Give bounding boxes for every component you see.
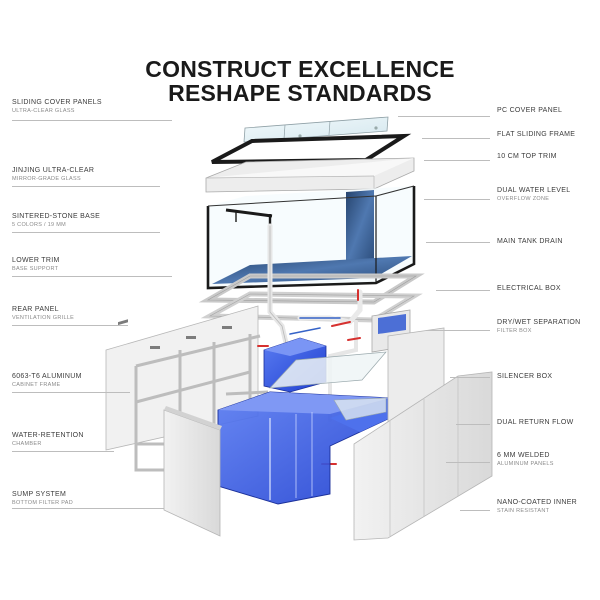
label-sub: ALUMINUM PANELS: [497, 461, 554, 467]
label-main: SUMP SYSTEM: [12, 491, 67, 498]
label-main: NANO-COATED INNER: [497, 499, 578, 506]
leader-line: [422, 138, 490, 139]
label-main: MAIN TANK DRAIN: [497, 238, 563, 245]
label-rear-panel: REAR PANEL VENTILATION GRILLE: [12, 305, 162, 322]
label-main: DUAL WATER LEVEL: [497, 187, 571, 194]
label-sliding-cover-panels: SLIDING COVER PANELS ULTRA-CLEAR GLASS: [12, 98, 162, 115]
sump-system: [217, 391, 391, 505]
flat-sliding-frame: [211, 133, 412, 164]
label-main: SILENCER BOX: [497, 373, 553, 380]
leader-line: [426, 242, 490, 243]
label-main: SLIDING COVER PANELS: [12, 99, 102, 106]
label-main-tank-drain: MAIN TANK DRAIN: [497, 237, 600, 246]
label-sub: VENTILATION GRILLE: [12, 315, 75, 321]
label-dual-water-level: DUAL WATER LEVEL OVERFLOW ZONE: [497, 186, 600, 203]
label-sub: BOTTOM FILTER PAD: [12, 500, 74, 506]
top-trim: [205, 157, 415, 193]
label-main: LOWER TRIM: [12, 257, 60, 264]
leader-line: [12, 392, 130, 393]
label-aluminum-frame: 6063-T6 ALUMINUM CABINET FRAME: [12, 372, 162, 389]
leader-line: [12, 325, 128, 326]
label-main: REAR PANEL: [12, 306, 59, 313]
label-nano-coated-inner: NANO-COATED INNER STAIN RESISTANT: [497, 498, 600, 515]
label-main: FLAT SLIDING FRAME: [497, 131, 576, 138]
label-ultra-clear-glass: JINJING ULTRA-CLEAR MIRROR-GRADE GLASS: [12, 166, 162, 183]
leader-line: [460, 510, 490, 511]
label-top-trim: 10 CM TOP TRIM: [497, 152, 600, 161]
label-pc-cover-panel: PC COVER PANEL: [497, 106, 600, 115]
label-main: 6 MM WELDED: [497, 452, 550, 459]
label-sump-system: SUMP SYSTEM BOTTOM FILTER PAD: [12, 490, 162, 507]
label-main: ELECTRICAL BOX: [497, 285, 561, 292]
pc-cover-panels: [243, 116, 389, 143]
label-main: DRY/WET SEPARATION: [497, 319, 581, 326]
leader-line: [12, 232, 160, 233]
label-sintered-stone-base: SINTERED-STONE BASE 5 COLORS / 19 MM: [12, 212, 162, 229]
title-line-1: CONSTRUCT EXCELLENCE: [145, 56, 455, 82]
leader-line: [424, 160, 490, 161]
label-sub: FILTER BOX: [497, 328, 532, 334]
filter-box: [263, 337, 387, 393]
leader-line: [426, 330, 490, 331]
leader-line: [12, 451, 114, 452]
leader-line: [12, 508, 164, 509]
label-sub: OVERFLOW ZONE: [497, 196, 550, 202]
label-main: DUAL RETURN FLOW: [497, 419, 574, 426]
label-main: SINTERED-STONE BASE: [12, 213, 101, 220]
label-sub: MIRROR-GRADE GLASS: [12, 176, 81, 182]
leader-line: [12, 120, 172, 121]
title-line-2: RESHAPE STANDARDS: [168, 80, 432, 106]
label-main: 6063-T6 ALUMINUM: [12, 373, 82, 380]
label-sub: CABINET FRAME: [12, 382, 61, 388]
leader-line: [436, 290, 490, 291]
label-sub: 5 COLORS / 19 MM: [12, 222, 67, 228]
leader-line: [456, 424, 490, 425]
label-welded-panels: 6 MM WELDED ALUMINUM PANELS: [497, 451, 600, 468]
left-door-panel: [163, 406, 222, 537]
label-water-retention: WATER-RETENTION CHAMBER: [12, 431, 162, 448]
label-electrical-box: ELECTRICAL BOX: [497, 284, 600, 293]
label-main: 10 CM TOP TRIM: [497, 153, 557, 160]
leader-line: [398, 116, 490, 117]
label-main: JINJING ULTRA-CLEAR: [12, 167, 95, 174]
leader-line: [424, 199, 490, 200]
label-sub: ULTRA-CLEAR GLASS: [12, 108, 75, 114]
leader-line: [12, 276, 172, 277]
label-silencer-box: SILENCER BOX: [497, 372, 600, 381]
leader-line: [446, 462, 490, 463]
right-aluminum-panels: [353, 327, 493, 541]
leader-line: [450, 377, 490, 378]
leader-line: [12, 186, 160, 187]
label-lower-trim: LOWER TRIM BASE SUPPORT: [12, 256, 162, 273]
label-dual-return-flow: DUAL RETURN FLOW: [497, 418, 600, 427]
main-tank: [206, 185, 416, 290]
label-main: PC COVER PANEL: [497, 107, 563, 114]
label-flat-sliding-frame: FLAT SLIDING FRAME: [497, 130, 600, 139]
label-sub: STAIN RESISTANT: [497, 508, 550, 514]
label-dry-wet-separation: DRY/WET SEPARATION FILTER BOX: [497, 318, 600, 335]
label-sub: CHAMBER: [12, 441, 42, 447]
label-main: WATER-RETENTION: [12, 432, 84, 439]
label-sub: BASE SUPPORT: [12, 266, 59, 272]
